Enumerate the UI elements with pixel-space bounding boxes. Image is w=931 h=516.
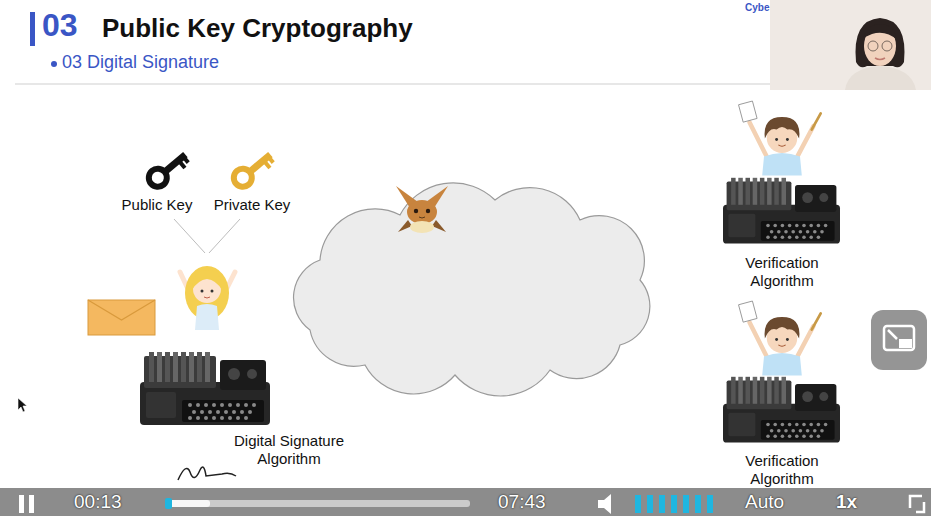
bob-figure — [739, 301, 821, 375]
network-cloud — [294, 183, 650, 396]
pip-button — [871, 310, 927, 370]
algorithm-box: Verification Algorithm — [720, 252, 844, 291]
node-text: Verification Algorithm — [722, 452, 842, 487]
algorithm-box: Digital Signature Algorithm — [217, 430, 361, 469]
bullet — [51, 61, 57, 67]
envelope-icon — [88, 300, 155, 335]
webcam-presenter — [770, 0, 931, 90]
node-text: Verification Algorithm — [722, 254, 842, 289]
leader-line — [174, 219, 205, 253]
mouse-cursor — [18, 398, 27, 412]
total-time: 07:43 — [498, 492, 546, 513]
quality-setting: Auto — [745, 492, 784, 513]
node-text: Private Key — [214, 196, 291, 214]
playback-speed: 1x — [836, 492, 857, 513]
eavesdropper-creature — [396, 186, 448, 233]
subtitle: 03 Digital Signature — [62, 53, 219, 73]
leader-line — [209, 219, 240, 253]
key-label: Private Key — [212, 194, 293, 216]
elapsed-time: 00:13 — [74, 492, 122, 513]
key-label: Public Key — [120, 194, 195, 216]
public-key-icon — [145, 148, 192, 191]
section-number: 03 — [42, 8, 78, 43]
signature-scribble — [178, 467, 236, 480]
alice-figure — [180, 266, 235, 330]
private-key-icon — [230, 148, 277, 191]
slide-title: Public Key Cryptography — [102, 13, 413, 44]
signature-machine — [140, 352, 270, 425]
node-text: Digital Signature Algorithm — [219, 432, 359, 467]
brand-fragment: Cybe — [745, 2, 769, 13]
title-bar — [30, 12, 35, 46]
node-text: Public Key — [122, 196, 193, 214]
verification-machine — [723, 178, 840, 244]
algorithm-box: Verification Algorithm — [720, 450, 844, 489]
header-rule — [15, 84, 770, 85]
verification-machine — [723, 377, 840, 443]
bob-figure — [739, 101, 821, 175]
video-controls — [0, 488, 931, 516]
